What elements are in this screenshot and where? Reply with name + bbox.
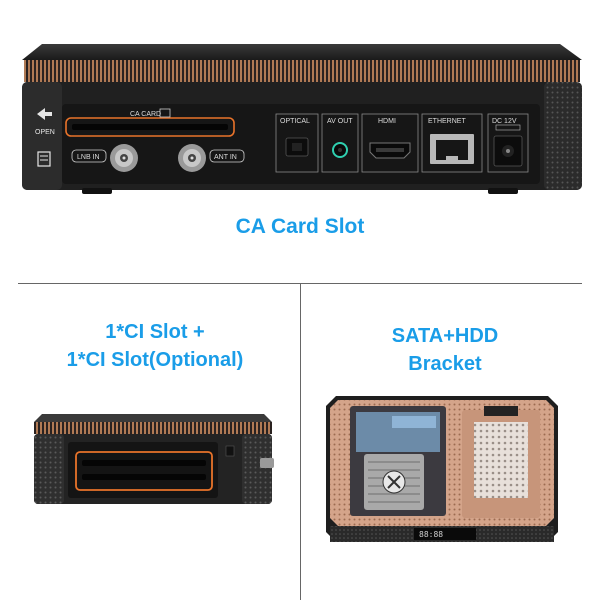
- open-label: OPEN: [35, 129, 55, 136]
- hdd-bracket-caption-line1: SATA+HDD: [391, 325, 499, 347]
- front-display-text: 88:88: [419, 530, 443, 539]
- hdd-bracket-view: 88:88: [326, 396, 558, 542]
- dc-port-box: [487, 113, 529, 173]
- dc-12v-label: DC 12V: [492, 118, 517, 125]
- optical-port-box: [275, 113, 319, 173]
- device-rear-view: OPEN CA CARD LNB IN ANT IN OPTICAL AV OU…: [22, 44, 582, 194]
- av-out-label: AV OUT: [327, 118, 353, 125]
- front-display: [414, 528, 476, 540]
- hdd-bracket-caption-line2: Bracket: [408, 353, 482, 375]
- side-connector: [260, 458, 274, 468]
- ci-slot-view: [34, 414, 274, 504]
- ci-slot-caption-line1: 1*CI Slot +: [105, 321, 205, 343]
- ethernet-label: ETHERNET: [428, 118, 466, 125]
- ci-slot-caption-line2: 1*CI Slot(Optional): [66, 349, 244, 371]
- vertical-divider: [300, 284, 301, 600]
- ci-slot-caption: 1*CI Slot + 1*CI Slot(Optional): [20, 318, 290, 374]
- ca-card-slot: [72, 124, 228, 130]
- hdmi-label: HDMI: [378, 118, 396, 125]
- side-mesh: [544, 82, 582, 190]
- card-icon: [37, 151, 51, 167]
- device-lid: [22, 44, 582, 60]
- ci-slot-2: [82, 474, 206, 480]
- side-mesh-right: [242, 434, 272, 504]
- copper-vent-strip-small: [34, 422, 272, 434]
- lnb-in-label: LNB IN: [77, 154, 100, 161]
- open-arrow-icon: [37, 108, 52, 120]
- ca-card-slot-caption: CA Card Slot: [235, 215, 365, 238]
- side-mesh-left: [34, 434, 64, 504]
- ci-slot-highlight: [75, 451, 213, 491]
- hdd-perforated-plate: [474, 422, 528, 498]
- horizontal-divider: [18, 283, 582, 284]
- ci-slot-1: [82, 460, 206, 466]
- copper-vent-strip: [24, 60, 580, 82]
- optical-label: OPTICAL: [280, 118, 310, 125]
- ca-card-label: CA CARD: [130, 111, 161, 118]
- ethernet-port-box: [421, 113, 483, 173]
- hdmi-port-box: [361, 113, 419, 173]
- ant-in-label: ANT IN: [214, 154, 237, 161]
- av-out-port-box: [321, 113, 359, 173]
- sata-connector: [484, 406, 518, 416]
- ca-card-slot-highlight: [65, 117, 235, 137]
- hdd-bracket-caption: SATA+HDD Bracket: [310, 322, 580, 378]
